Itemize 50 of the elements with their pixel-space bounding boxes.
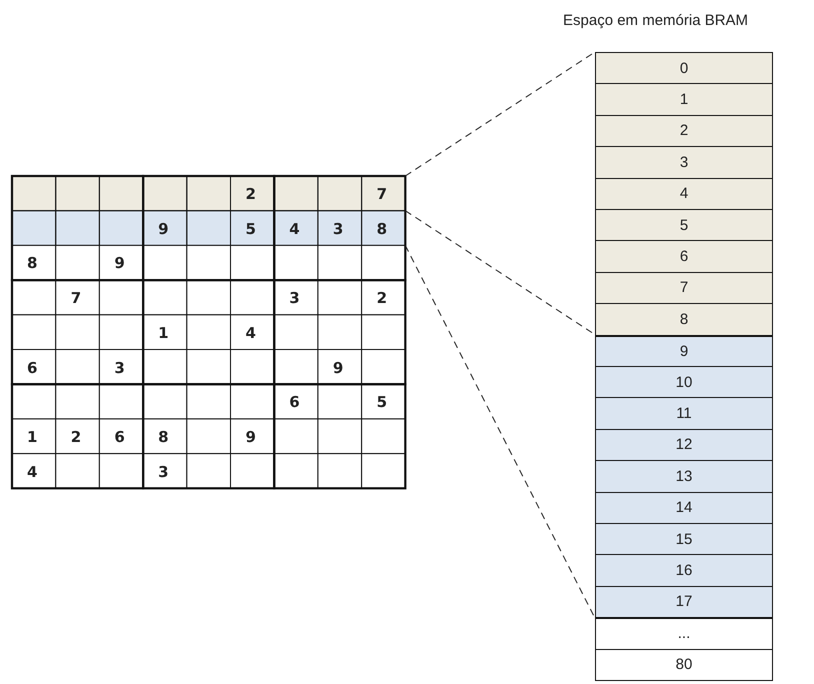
- grid-digit: 3: [158, 462, 169, 481]
- memory-address-cell: 11: [595, 397, 773, 430]
- grid-digit: 8: [376, 220, 388, 238]
- grid-digit: 2: [376, 289, 388, 308]
- grid-digit: 8: [27, 254, 38, 272]
- grid-digit: 9: [158, 220, 169, 238]
- grid-digit: 9: [114, 254, 125, 272]
- grid-digit: 6: [27, 358, 38, 376]
- highlighted-row: [12, 176, 406, 211]
- memory-address-cell: 1: [595, 83, 773, 116]
- memory-address-cell: 16: [595, 554, 773, 587]
- grid-digit: 4: [289, 220, 300, 238]
- heading: Espaço em memória BRAM: [563, 12, 748, 29]
- memory-address-cell: 17: [595, 586, 773, 618]
- grid-digit: 7: [376, 185, 388, 203]
- grid-digit: 1: [158, 324, 169, 342]
- grid-digit: 5: [246, 220, 256, 238]
- grid-digit: 4: [246, 324, 256, 342]
- grid-digit: 5: [376, 393, 388, 412]
- grid-digit: 9: [332, 358, 344, 376]
- memory-address-cell: 0: [595, 52, 773, 84]
- memory-address-cell: 6: [595, 240, 773, 273]
- grid-digit: 8: [158, 428, 169, 446]
- memory-address-cell: 12: [595, 428, 773, 462]
- grid-digit: 3: [332, 220, 344, 238]
- memory-address-cell: 10: [595, 366, 773, 398]
- grid-digit: 3: [289, 289, 300, 308]
- grid-digit: 9: [246, 428, 256, 446]
- memory-address-cell: 5: [595, 209, 773, 242]
- memory-address-cell: 80: [595, 648, 773, 681]
- grid-digit: 2: [246, 185, 256, 203]
- memory-address-cell: 14: [595, 492, 773, 524]
- grid-digit: 7: [70, 289, 82, 308]
- grid-digit: 1: [27, 428, 38, 446]
- grid-digit: 3: [114, 358, 125, 376]
- memory-address-cell: 4: [595, 178, 773, 210]
- memory-address-cell: 7: [595, 272, 773, 304]
- memory-address-cell: 13: [595, 460, 773, 493]
- grid-digit: 2: [70, 428, 82, 446]
- grid-digit: 6: [114, 428, 125, 446]
- memory-address-cell: 3: [595, 146, 773, 179]
- dashed-connector: [404, 210, 596, 336]
- memory-address-cell: ...: [595, 617, 773, 650]
- memory-address-cell: 2: [595, 114, 773, 148]
- highlighted-row: [12, 210, 406, 246]
- memory-address-cell: 9: [595, 334, 773, 367]
- grid-digit: 4: [27, 462, 38, 481]
- grid-digit: 6: [289, 393, 300, 412]
- memory-address-cell: 15: [595, 523, 773, 556]
- memory-address-cell: 8: [595, 303, 773, 336]
